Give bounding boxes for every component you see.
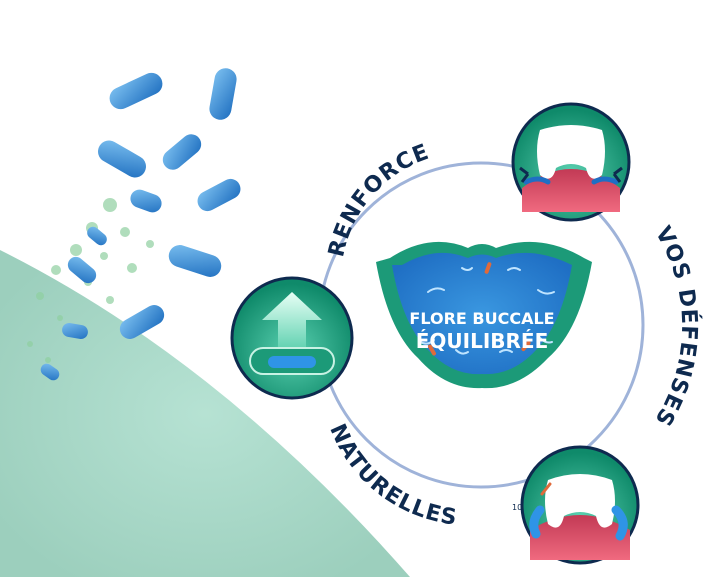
mint-background-wave — [0, 250, 410, 577]
center-title-line2: ÉQUILIBRÉE — [416, 329, 549, 353]
arrow-up-icon — [230, 276, 354, 400]
reference-superscript: 10 — [512, 503, 522, 512]
lips-icon — [376, 241, 592, 389]
center-title-line1: FLORE BUCCALE — [409, 309, 554, 328]
tooth-defense-icon — [511, 102, 631, 222]
bacteria-illustration — [27, 68, 241, 381]
arc-label-right: VOS DÉFENSES — [649, 222, 702, 430]
tooth-bacteria-icon — [520, 445, 640, 565]
